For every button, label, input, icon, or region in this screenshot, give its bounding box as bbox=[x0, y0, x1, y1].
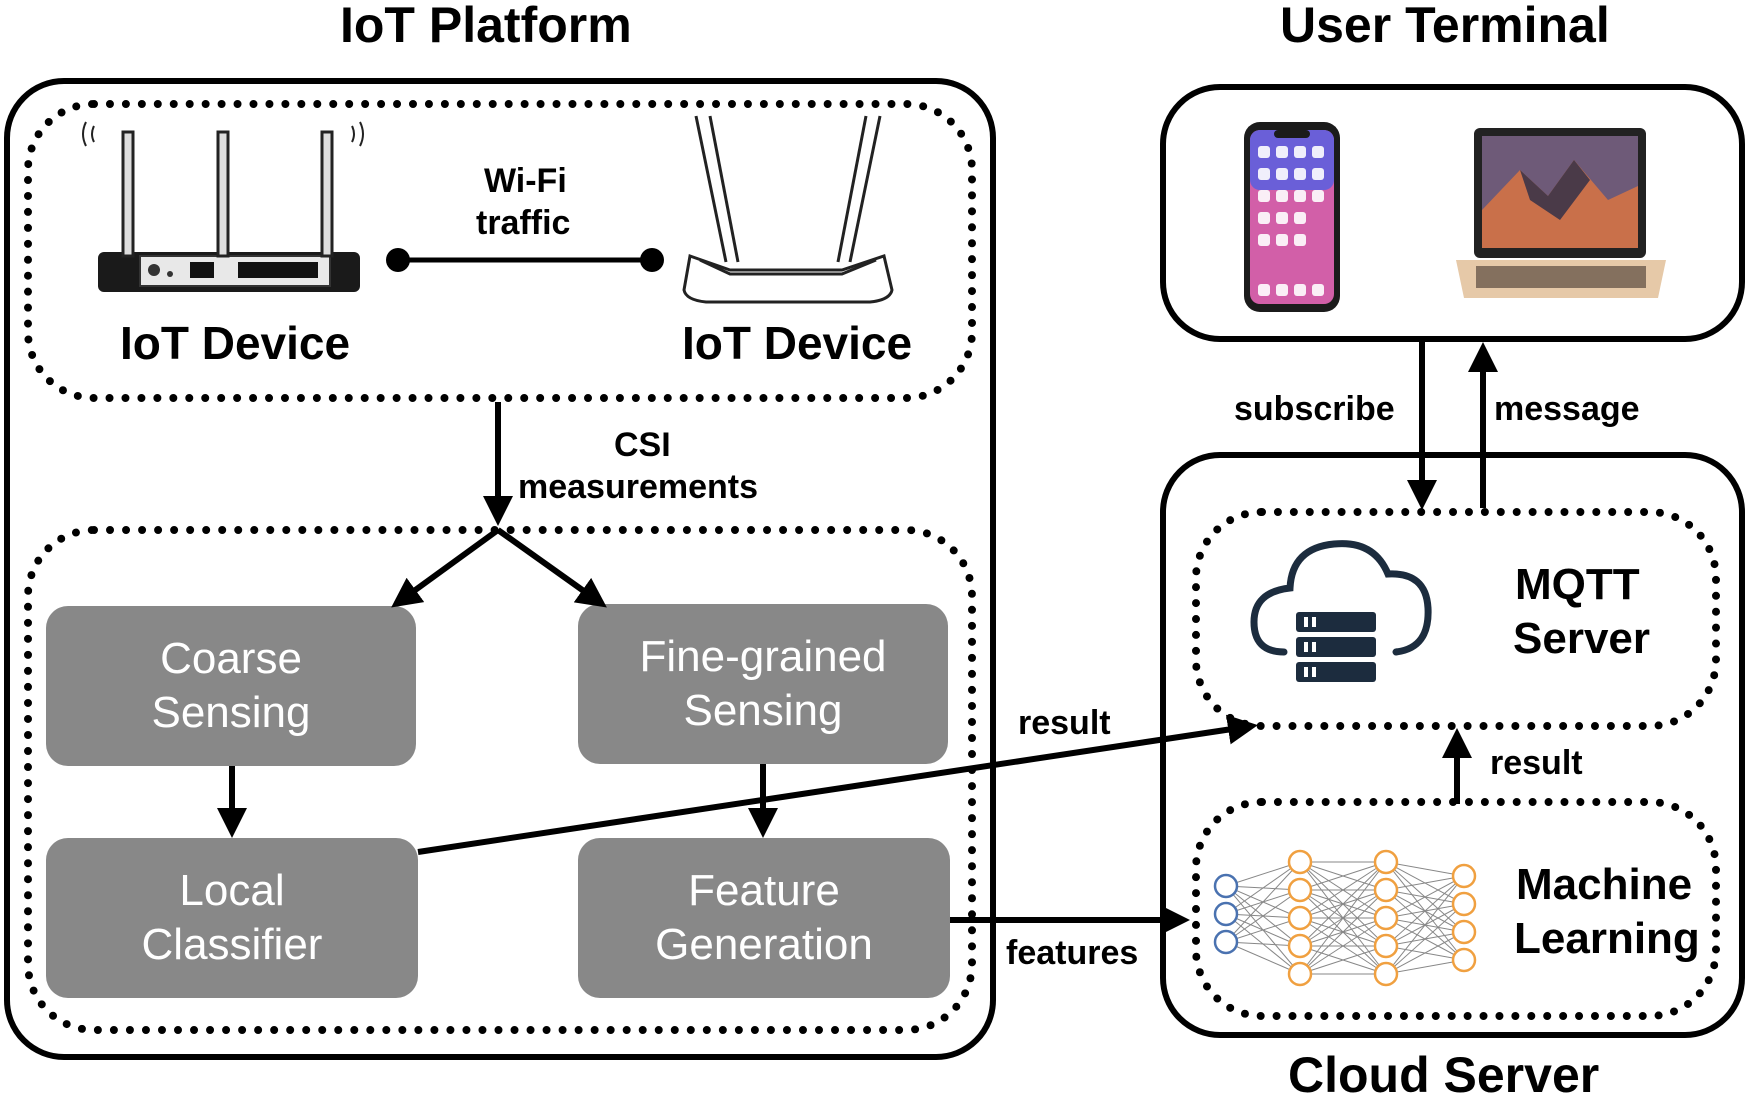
fine-grained-sensing-box: Fine-grained Sensing bbox=[578, 604, 948, 764]
iot-device-left-label: IoT Device bbox=[120, 317, 351, 369]
traffic-label: traffic bbox=[476, 204, 571, 242]
ml-result-edge-label: result bbox=[1490, 744, 1583, 782]
laptop-icon bbox=[1456, 128, 1666, 298]
csi-measurements-label: measurements bbox=[518, 468, 759, 506]
message-edge-label: message bbox=[1494, 390, 1640, 428]
wifi-label: Wi-Fi bbox=[484, 162, 567, 200]
iot-device-right-label: IoT Device bbox=[682, 317, 913, 369]
subscribe-edge-label: subscribe bbox=[1234, 390, 1395, 428]
coarse-sensing-line1: Coarse bbox=[160, 634, 302, 684]
ml-label-line1: Machine bbox=[1516, 860, 1693, 909]
mqtt-label-line1: MQTT bbox=[1515, 560, 1640, 609]
result-edge-label: result bbox=[1018, 704, 1111, 742]
mqtt-group bbox=[1192, 508, 1720, 730]
fine-grained-line2: Sensing bbox=[683, 686, 843, 735]
local-result-arrow bbox=[417, 714, 1258, 855]
feature-generation-line2: Generation bbox=[655, 920, 873, 969]
wifi-link bbox=[386, 248, 664, 272]
fine-grained-line1: Fine-grained bbox=[639, 632, 887, 682]
router-icon bbox=[82, 121, 364, 292]
coarse-sensing-box: Coarse Sensing bbox=[46, 606, 416, 766]
iot-platform-title: IoT Platform bbox=[340, 0, 632, 53]
csi-arrow bbox=[391, 402, 607, 608]
neural-network-icon bbox=[1213, 849, 1477, 987]
csi-label: CSI bbox=[614, 426, 671, 464]
coarse-sensing-line2: Sensing bbox=[151, 688, 311, 737]
cloud-server-icon bbox=[1250, 540, 1432, 682]
iot-platform-container bbox=[4, 78, 996, 1060]
local-classifier-box: Local Classifier bbox=[46, 838, 418, 998]
user-terminal-title: User Terminal bbox=[1280, 0, 1610, 53]
mqtt-label-line2: Server bbox=[1513, 614, 1651, 663]
features-edge-label: features bbox=[1006, 934, 1139, 972]
smartphone-icon bbox=[1244, 122, 1340, 312]
local-classifier-line2: Classifier bbox=[141, 920, 323, 969]
local-classifier-line1: Local bbox=[179, 866, 285, 916]
feature-generation-box: Feature Generation bbox=[578, 838, 950, 998]
cloud-server-title: Cloud Server bbox=[1288, 1047, 1600, 1103]
iot-devices-group bbox=[24, 100, 976, 402]
user-terminal-container bbox=[1160, 84, 1745, 342]
router-icon bbox=[682, 115, 894, 304]
ml-label-line2: Learning bbox=[1514, 914, 1700, 963]
feature-generation-line1: Feature bbox=[688, 866, 840, 916]
cloud-server-container bbox=[1160, 452, 1745, 1038]
